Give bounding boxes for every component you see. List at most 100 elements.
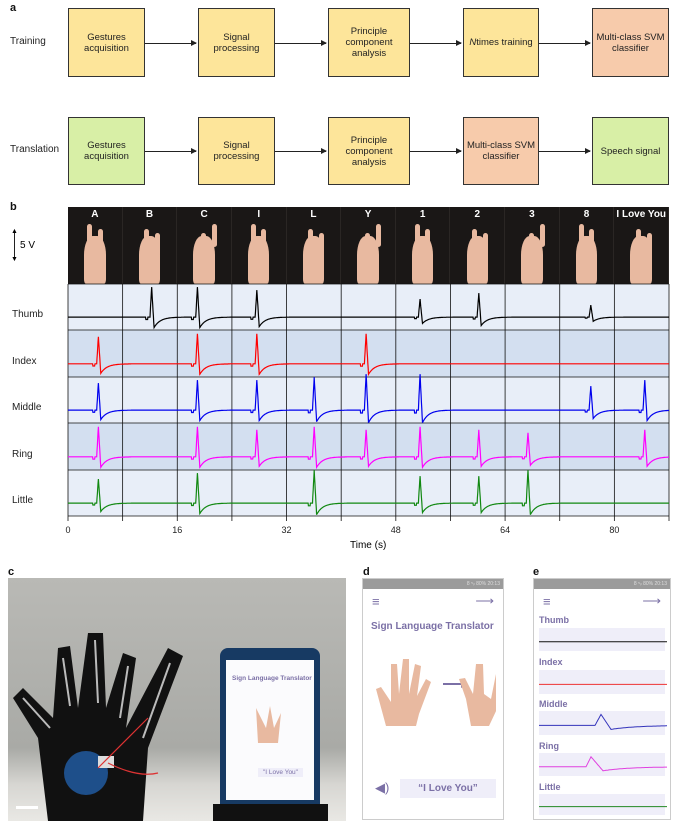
gesture-photo-10: I Love You — [614, 207, 670, 284]
signal-band — [539, 753, 665, 776]
menu-icon[interactable]: ≡ — [543, 594, 551, 609]
flow-step-box: Gestures acquisition — [68, 8, 145, 77]
finger — [646, 233, 652, 257]
signal-trace-ring — [539, 755, 667, 772]
scale-arrow-up-icon: ▲ — [11, 228, 18, 235]
gesture-photo-4: L — [287, 207, 342, 284]
scale-label: 5 V — [20, 240, 36, 251]
channel-label-thumb: Thumb — [12, 309, 44, 321]
phone-screen-translator: 8 ⁵ᵢₗ 80% 20:13 ≡ ⟶ Sign Language Transl… — [362, 578, 504, 820]
finger — [589, 228, 595, 252]
finger — [635, 228, 641, 252]
status-bar: 8 ⁵ᵢₗ 80% 20:13 — [534, 579, 670, 589]
signal-trace-ring — [68, 426, 669, 470]
flow-step-box: Signal processing — [198, 8, 275, 77]
hand-image — [138, 236, 161, 284]
phone-title: Sign Language Translator — [232, 675, 312, 682]
hand-image — [630, 236, 652, 284]
gesture-label: B — [145, 209, 154, 220]
signal-band — [539, 628, 665, 651]
gesture-label: I Love You — [616, 209, 667, 220]
x-tick-label: 16 — [172, 525, 183, 535]
signal-trace-middle — [68, 374, 669, 423]
signal-band — [539, 794, 665, 815]
gesture-label: C — [200, 209, 208, 220]
x-axis-label: Time (s) — [350, 540, 387, 551]
speaker-icon[interactable]: ◀) — [375, 780, 390, 795]
finger — [201, 233, 207, 257]
panel-b-label: b — [10, 201, 17, 213]
flow-step-text: Principle component analysis — [345, 134, 393, 168]
row-background — [68, 284, 669, 330]
signal-trace-middle — [539, 713, 667, 730]
finger — [86, 223, 92, 248]
signal-trace-little — [539, 806, 667, 808]
x-tick-label: 32 — [281, 525, 292, 535]
finger — [250, 223, 256, 248]
status-bar: 8 ⁵ᵢₗ 80% 20:13 — [363, 579, 503, 589]
channel-label-middle: Middle — [12, 402, 42, 414]
hand-image — [302, 236, 325, 284]
finger — [318, 233, 324, 257]
panel-c-label: c — [8, 566, 15, 578]
flow-step-box: Principle component analysis — [328, 8, 410, 77]
flow-step-text: Gestures acquisition — [84, 31, 129, 54]
flow-step-box: N times training — [463, 8, 539, 77]
phone-output: "I Love You" — [258, 768, 303, 777]
arrow-right-icon — [275, 148, 327, 154]
finger — [539, 223, 545, 248]
row-label-training: Training — [10, 35, 46, 47]
hand-image — [521, 236, 543, 284]
gesture-photo-8: 3 — [505, 207, 560, 284]
arrow-right-icon — [145, 148, 197, 154]
signal-trace-index — [539, 683, 667, 685]
finger — [365, 233, 371, 257]
flow-step-box: Speech signal — [592, 117, 669, 185]
flow-step-text: times training — [476, 37, 533, 48]
gesture-photo-2: C — [177, 207, 232, 284]
finger — [97, 228, 103, 252]
gesture-label: 3 — [529, 209, 535, 220]
x-tick-label: 64 — [500, 525, 511, 535]
x-tick-label: 0 — [65, 525, 71, 535]
finger — [425, 228, 431, 252]
finger — [529, 233, 535, 257]
x-tick-label: 80 — [609, 525, 620, 535]
menu-icon[interactable]: ≡ — [372, 594, 380, 609]
gesture-label: Y — [364, 209, 372, 220]
arrow-right-icon[interactable]: ⟶ — [642, 593, 661, 608]
finger — [482, 233, 488, 257]
channel-label-middle: Middle — [539, 699, 568, 709]
flow-step-text: Multi-class SVM classifier — [596, 31, 665, 54]
finger — [471, 228, 477, 252]
channel-label-little: Little — [12, 495, 34, 507]
flow-step-box: Multi-class SVM classifier — [463, 117, 539, 185]
flow-step-box: Gestures acquisition — [68, 117, 145, 185]
arrow-right-icon — [539, 148, 591, 154]
flow-step-text: Speech signal — [600, 145, 661, 157]
scale-bar — [14, 231, 15, 259]
signal-trace-little — [68, 470, 669, 516]
signal-trace-thumb — [68, 287, 669, 330]
channel-label-index: Index — [12, 355, 37, 367]
n-variable: N — [469, 37, 477, 48]
signal-band — [539, 670, 665, 694]
panel-e-label: e — [533, 566, 540, 578]
channel-label-ring: Ring — [12, 448, 33, 460]
flow-step-text: Signal processing — [213, 31, 260, 54]
gesture-photo-1: B — [123, 207, 178, 284]
finger — [212, 223, 218, 248]
output-text-box: “I Love You” — [400, 779, 496, 798]
arrow-right-icon — [410, 148, 462, 154]
gesture-photo-0: A — [68, 207, 123, 284]
arrow-right-icon[interactable]: ⟶ — [475, 593, 494, 608]
channel-label-thumb: Thumb — [539, 615, 569, 625]
row-background — [68, 470, 669, 516]
arrow-right-icon — [410, 39, 462, 46]
gesture-illustration — [376, 659, 496, 726]
gesture-label: I — [257, 209, 261, 220]
signal-trace-thumb — [539, 641, 667, 643]
